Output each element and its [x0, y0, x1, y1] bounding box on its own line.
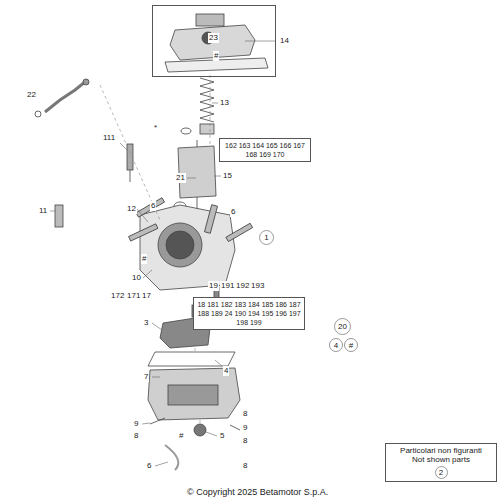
callout-number: 5: [219, 431, 225, 441]
callout-number: 13: [219, 98, 230, 108]
callout-number: 3: [143, 318, 149, 328]
callout-number: 22: [26, 90, 37, 100]
node-text: 1: [264, 233, 268, 242]
callout-number: 111: [102, 133, 116, 143]
callout-number: 19: [208, 281, 219, 291]
part-list-box: 162 163 164 165 166 167 168 169 170: [219, 138, 311, 162]
callout-number: 4: [223, 366, 229, 376]
callout-number: 8: [242, 461, 248, 471]
node-text: Particolari non figuranti: [389, 446, 493, 455]
callout-number: 14: [279, 36, 290, 46]
node-text: 2: [435, 466, 448, 479]
callout-number: 171: [126, 291, 141, 301]
node-text: 162 163 164 165 166 167 168 169 170: [223, 141, 307, 159]
callout-circle: 20: [334, 318, 351, 335]
node-text: 23: [208, 33, 219, 43]
callout-number: 6: [230, 207, 236, 217]
node-text: 4: [334, 341, 338, 350]
callout-number: 8: [133, 431, 139, 441]
callout-number: 7: [143, 372, 149, 382]
callout-number: 172: [110, 291, 125, 301]
node-text: #: [349, 341, 353, 350]
callout-number: 191: [220, 281, 235, 291]
node-text: 20: [338, 322, 347, 331]
callout-number: 6: [146, 461, 152, 471]
callout-number: 11: [38, 206, 48, 216]
callout-number: 21: [175, 173, 186, 183]
node-text: 18 181 182 183 184 185 186 187 188 189 2…: [197, 300, 301, 327]
callout-circle: #: [344, 338, 358, 352]
callout-number: 15: [222, 171, 233, 181]
callout-number: 6: [150, 201, 156, 211]
callout-number: 10: [131, 273, 142, 283]
callout-number: #: [178, 431, 184, 441]
callout-number: 17: [141, 291, 152, 301]
node-text: Not shown parts: [389, 455, 493, 464]
callout-number: 9: [133, 419, 139, 429]
callout-number: 193: [250, 281, 265, 291]
callout-number: *: [153, 123, 158, 133]
callout-number: 8: [242, 409, 248, 419]
detail-frame: 23 #: [152, 5, 276, 77]
callout-circle: 1: [259, 230, 274, 245]
callout-number: 9: [242, 423, 248, 433]
node-text: #: [213, 51, 219, 61]
part-list-box: 18 181 182 183 184 185 186 187 188 189 2…: [193, 297, 305, 330]
callout-number: 8: [242, 436, 248, 446]
callout-number: 12: [126, 204, 137, 214]
callout-circle: 4: [329, 338, 343, 352]
copyright-note: © Copyright 2025 Betamotor S.p.A.: [186, 487, 329, 497]
part-list-box: Particolari non figurantiNot shown parts…: [385, 443, 497, 482]
callout-number: 192: [235, 281, 250, 291]
callout-number: #: [141, 254, 147, 264]
